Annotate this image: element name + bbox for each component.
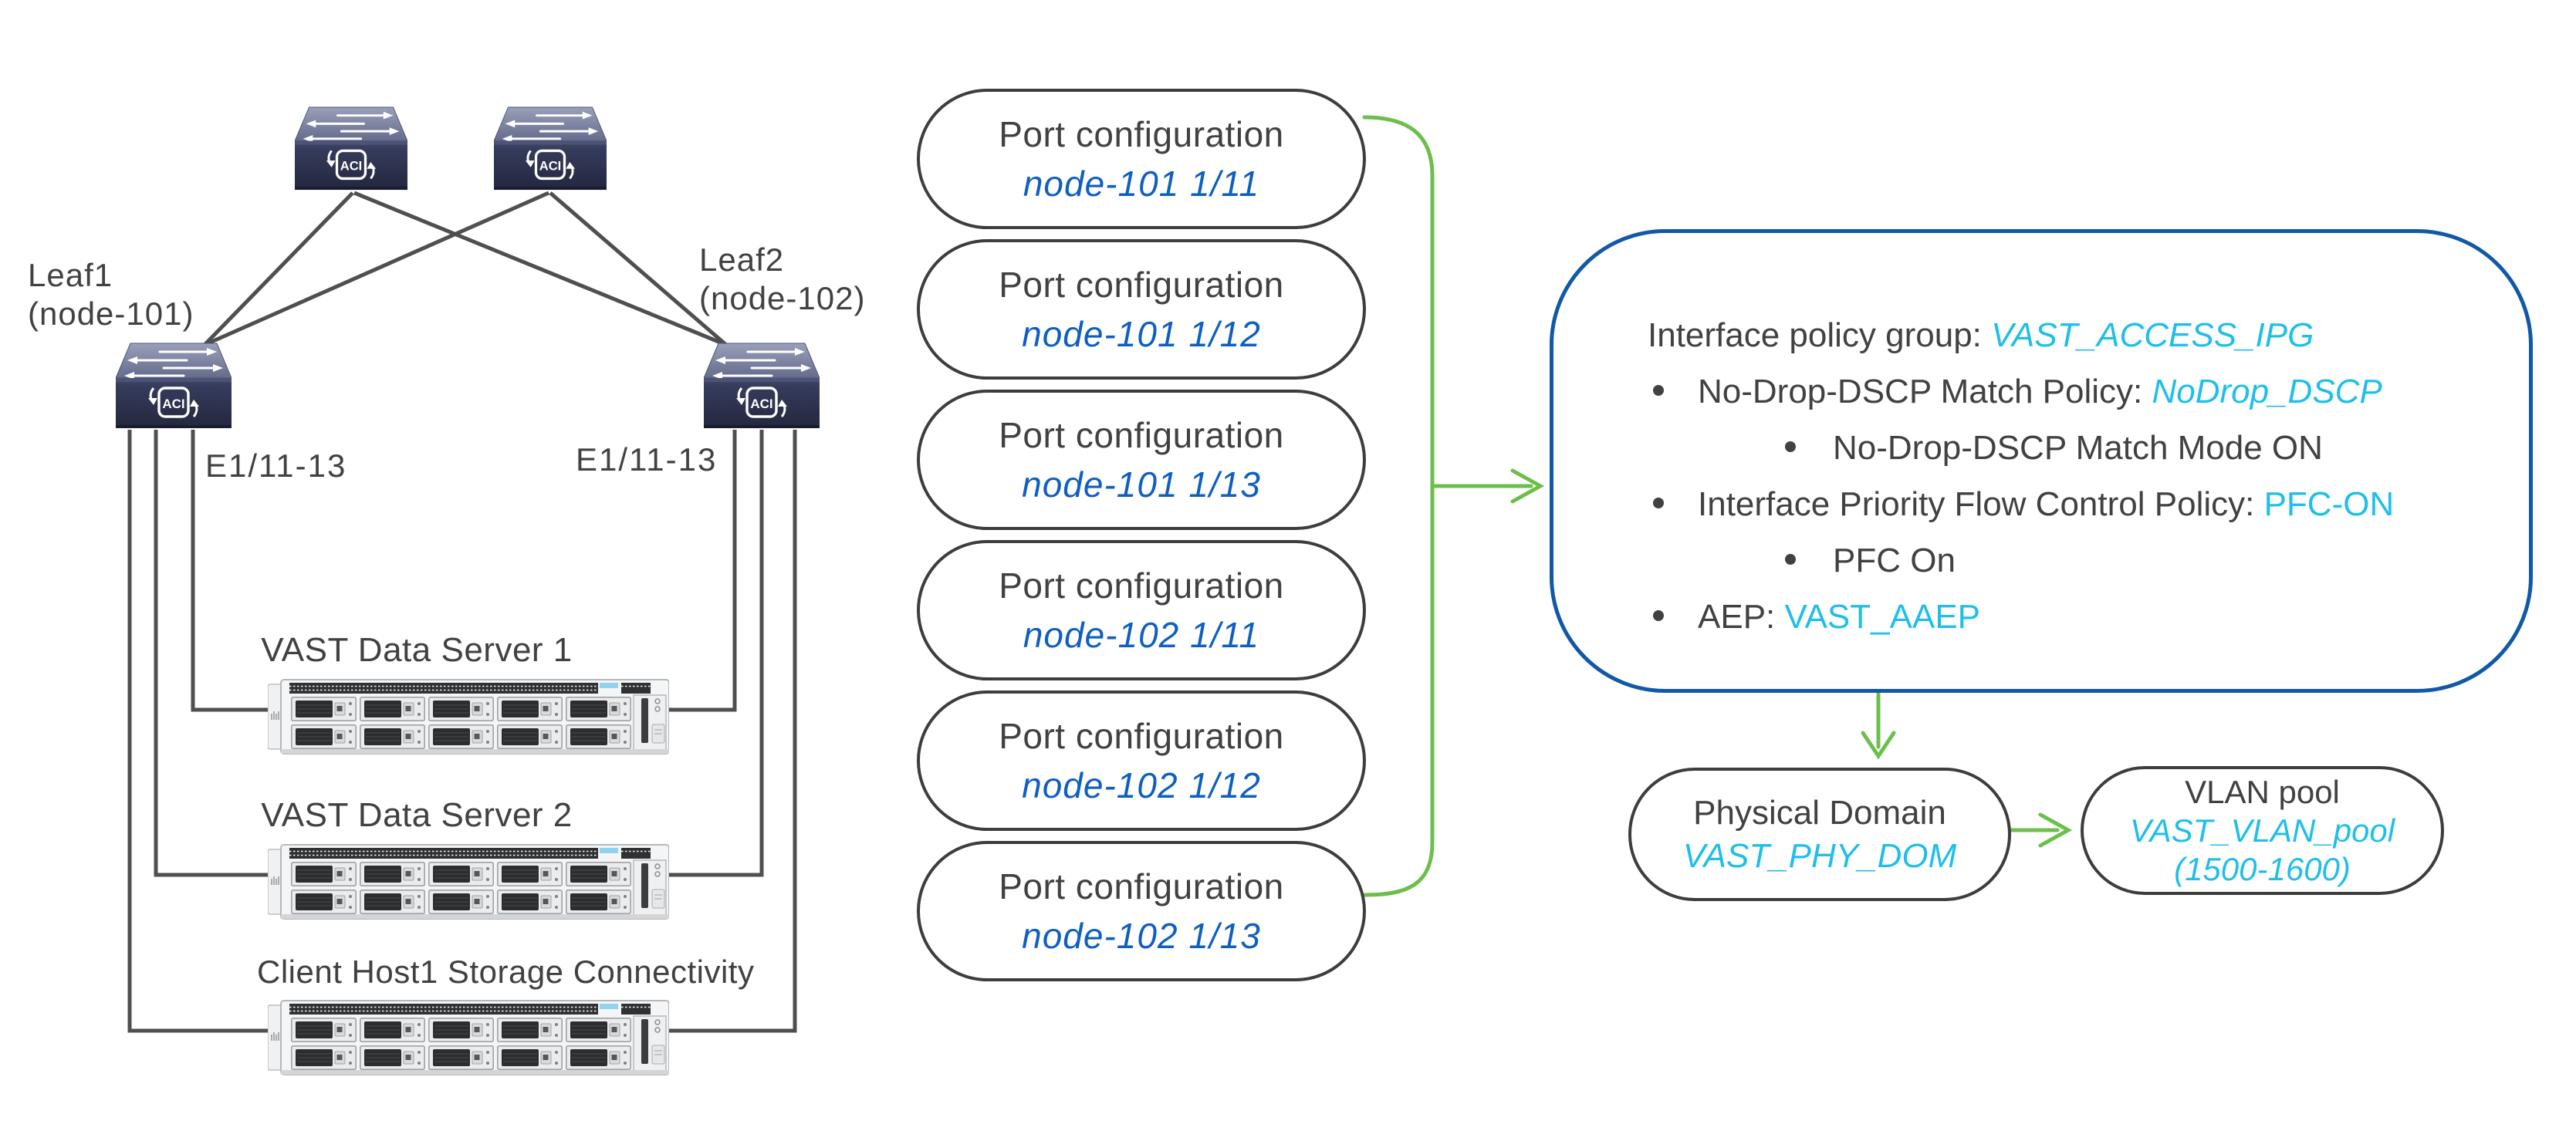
port-config-node: node-102 1/13: [1022, 916, 1261, 956]
leaf2-name: Leaf2: [699, 241, 785, 278]
spine-switch-2: [494, 106, 607, 191]
port-config-card: Port configuration node-101 1/11: [917, 89, 1366, 229]
server1-label: VAST Data Server 1: [261, 631, 573, 669]
vlan-pool-range: (1500-1600): [2174, 850, 2351, 887]
bullet-icon: [1785, 420, 1833, 476]
port-config-card: Port configuration node-101 1/13: [917, 390, 1366, 530]
port-config-node: node-102 1/12: [1022, 765, 1261, 805]
physical-domain-box: Physical Domain VAST_PHY_DOM: [1628, 768, 2011, 901]
leaf2-label: Leaf2 (node-102): [699, 241, 865, 318]
bullet-icon: [1648, 476, 1698, 532]
policy-label: No-Drop-DSCP Match Mode ON: [1833, 429, 2323, 467]
policy-line: PFC On: [1648, 532, 2506, 589]
server-illustration-vast1: [268, 680, 669, 754]
vlan-pool-title: VLAN pool: [2185, 773, 2340, 810]
vlan-pool-box: VLAN pool VAST_VLAN_pool (1500-1600): [2081, 766, 2444, 895]
policy-value: VAST_AAEP: [1784, 598, 1981, 636]
policy-line: No-Drop-DSCP Match Policy: NoDrop_DSCP: [1648, 363, 2506, 420]
physical-domain-title: Physical Domain: [1693, 793, 1946, 832]
port-config-title: Port configuration: [999, 114, 1284, 154]
spine-leaf-links: [203, 191, 728, 347]
server-illustration-client-host: [268, 1001, 669, 1075]
port-config-node: node-102 1/11: [1023, 615, 1260, 655]
leaf-server-links: [127, 430, 797, 1033]
leaf2-node-id: (node-102): [699, 280, 866, 316]
policy-line: No-Drop-DSCP Match Mode ON: [1648, 420, 2506, 476]
server2-label: VAST Data Server 2: [261, 796, 573, 834]
port-config-title: Port configuration: [999, 265, 1284, 305]
policy-value: PFC-ON: [2263, 485, 2395, 523]
port-config-card: Port configuration node-102 1/12: [917, 690, 1366, 831]
server3-label: Client Host1 Storage Connectivity: [257, 954, 755, 990]
port-config-title: Port configuration: [999, 415, 1284, 455]
port-config-node: node-101 1/13: [1022, 464, 1261, 505]
port-config-title: Port configuration: [999, 716, 1284, 756]
policy-value: NoDrop_DSCP: [2152, 373, 2382, 410]
leaf2-ports-label: E1/11-13: [576, 441, 718, 478]
vlan-pool-name: VAST_VLAN_pool: [2129, 812, 2395, 849]
port-config-title: Port configuration: [999, 866, 1284, 906]
policy-line: Interface policy group: VAST_ACCESS_IPG: [1648, 307, 2506, 363]
policy-label: No-Drop-DSCP Match Policy:: [1698, 373, 2152, 410]
physical-domain-value: VAST_PHY_DOM: [1682, 836, 1957, 875]
policy-label: PFC On: [1833, 542, 1956, 579]
bullet-icon: [1785, 532, 1833, 589]
policy-line: AEP: VAST_AAEP: [1648, 589, 2506, 645]
leaf-switch-1: [116, 342, 232, 430]
interface-policy-group-box: Interface policy group: VAST_ACCESS_IPG …: [1550, 229, 2533, 693]
leaf-switch-2: [704, 342, 820, 430]
port-group-bracket: [1362, 115, 1435, 897]
port-config-title: Port configuration: [999, 566, 1284, 606]
policy-label: AEP:: [1698, 598, 1785, 636]
policy-label: Interface policy group:: [1648, 316, 1992, 354]
leaf1-node-id: (node-101): [28, 295, 194, 332]
leaf1-name: Leaf1: [28, 257, 113, 293]
port-config-card: Port configuration node-102 1/11: [917, 540, 1366, 680]
bullet-icon: [1648, 589, 1698, 645]
server-illustration-vast2: [268, 845, 669, 919]
leaf1-label: Leaf1 (node-101): [28, 256, 194, 333]
leaf1-ports-label: E1/11-13: [205, 447, 347, 484]
port-config-node: node-101 1/11: [1023, 164, 1260, 204]
port-config-card: Port configuration node-102 1/13: [917, 841, 1366, 981]
port-config-card: Port configuration node-101 1/12: [917, 239, 1366, 380]
policy-value: VAST_ACCESS_IPG: [1991, 316, 2314, 354]
spine-switch-1: [295, 106, 407, 191]
green-flow-arrows: [1362, 115, 2073, 897]
policy-line: Interface Priority Flow Control Policy: …: [1648, 476, 2506, 532]
port-config-node: node-101 1/12: [1022, 314, 1261, 354]
bullet-icon: [1648, 363, 1698, 420]
policy-label: Interface Priority Flow Control Policy:: [1698, 485, 2264, 523]
